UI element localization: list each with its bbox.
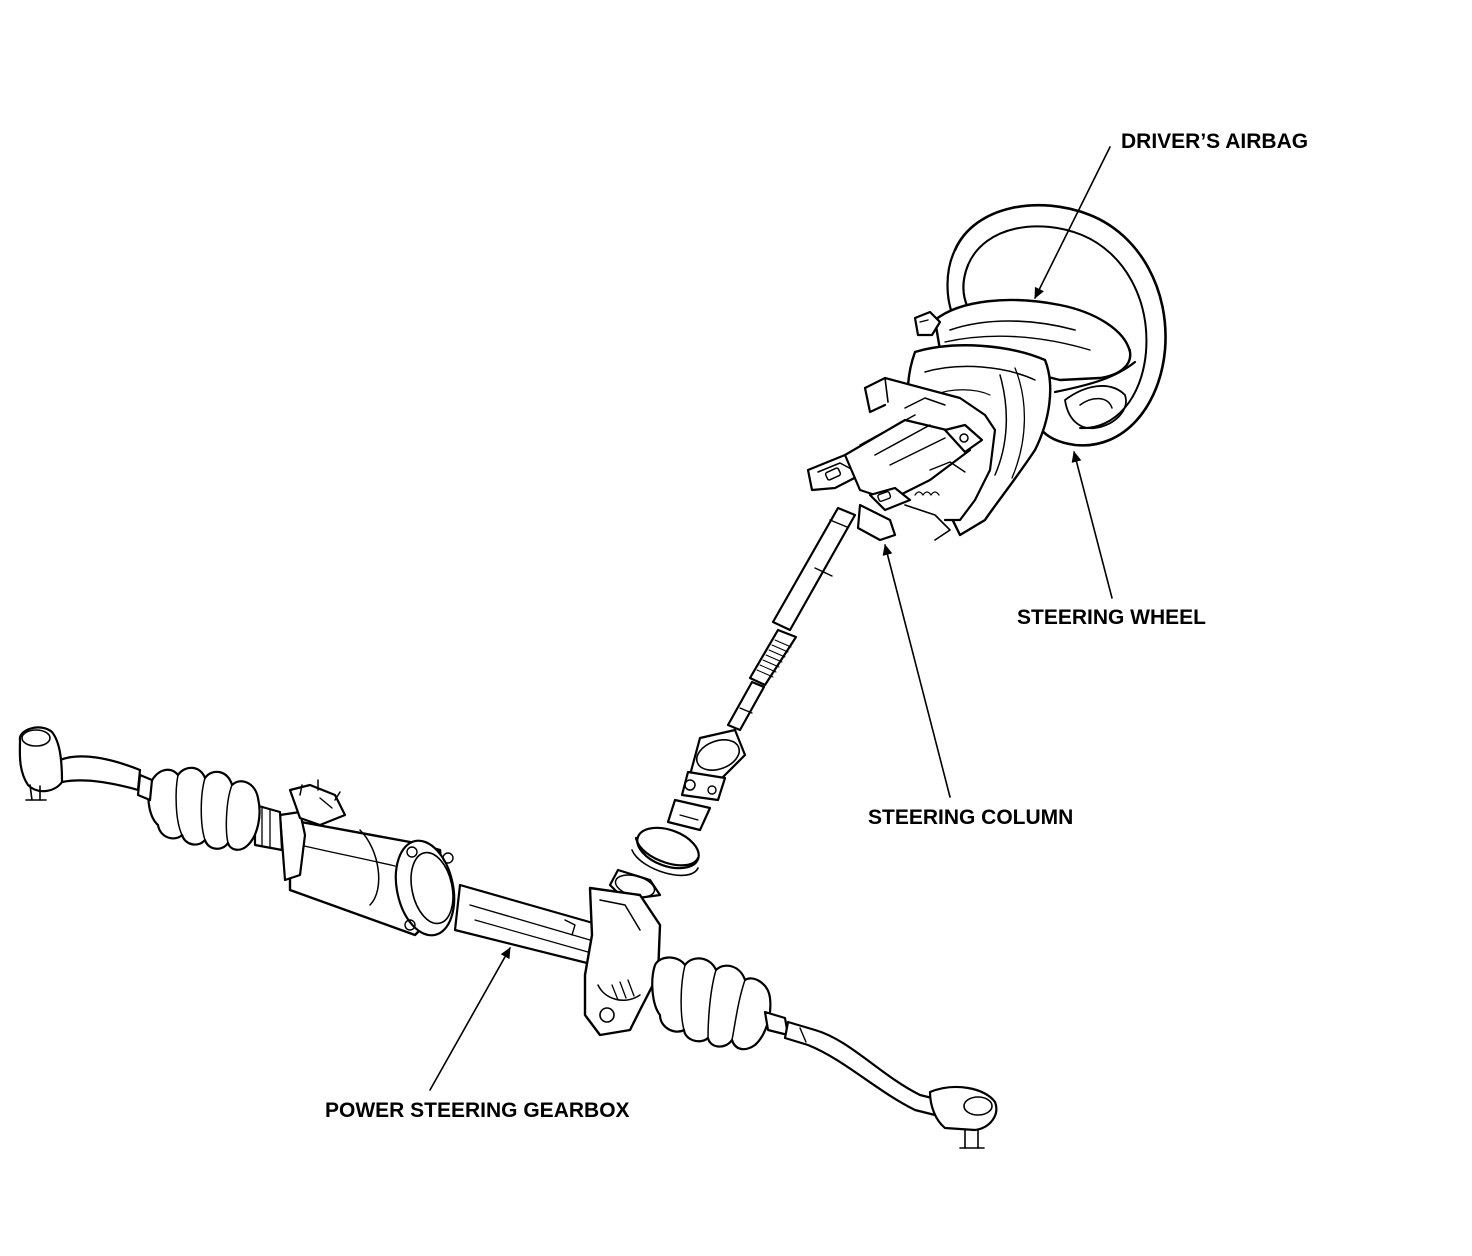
airbag-leader bbox=[1034, 146, 1111, 299]
spline-lines bbox=[756, 639, 792, 678]
pinion-boot bbox=[608, 826, 700, 902]
left-tie-rod bbox=[18, 726, 142, 801]
universal-joint bbox=[666, 728, 747, 832]
right-boot bbox=[651, 956, 790, 1051]
leader-lines bbox=[429, 146, 1113, 1091]
column-leader bbox=[882, 544, 951, 798]
gearbox-leader bbox=[429, 947, 511, 1091]
column-bracket bbox=[806, 376, 997, 542]
label-power-steering-gearbox: POWER STEERING GEARBOX bbox=[325, 1099, 630, 1122]
left-boot bbox=[136, 766, 261, 851]
label-steering-column: STEERING COLUMN bbox=[868, 806, 1074, 829]
right-tie-rod bbox=[783, 1020, 998, 1149]
gearbox-rack-housing bbox=[253, 779, 662, 1037]
wheel-leader bbox=[1071, 451, 1113, 599]
label-drivers-airbag: DRIVER’S AIRBAG bbox=[1121, 130, 1309, 153]
label-steering-wheel: STEERING WHEEL bbox=[1017, 606, 1207, 629]
intermediate-shaft bbox=[726, 506, 857, 732]
